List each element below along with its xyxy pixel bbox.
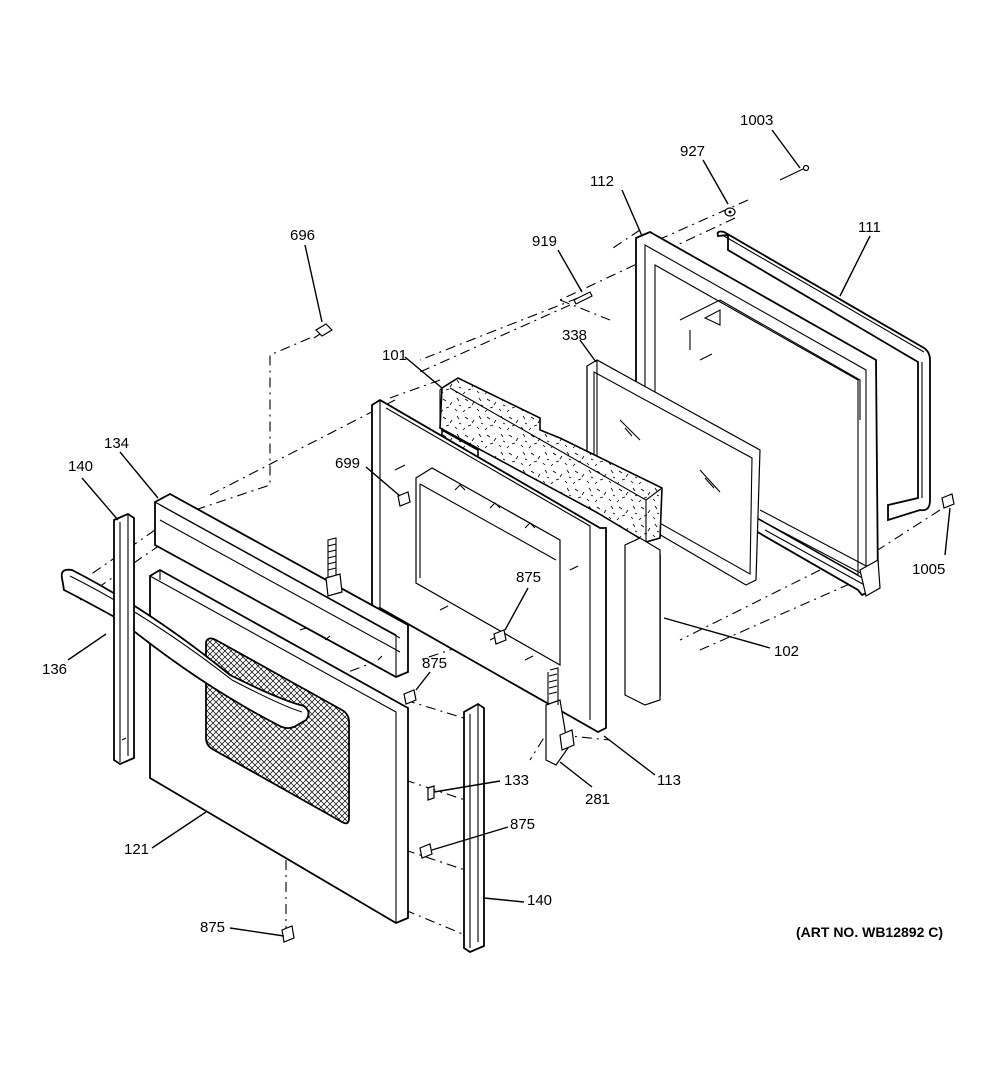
callout-121: 121 (124, 841, 149, 858)
callout-112: 112 (590, 173, 614, 190)
callout-1005: 1005 (912, 561, 945, 578)
top-trim-134 (154, 492, 409, 678)
door-channel-102 (624, 537, 661, 706)
callout-113: 113 (657, 772, 681, 789)
inner-door-panel-113 (371, 398, 607, 734)
screw-696 (313, 323, 333, 339)
callout-133: 133 (504, 772, 529, 789)
side-trim-140-right (463, 702, 485, 954)
screw-875-bottom (281, 925, 295, 943)
callout-140-lower: 140 (527, 892, 552, 909)
pin-919 (573, 291, 593, 305)
callout-101: 101 (382, 347, 407, 364)
callout-134: 134 (104, 435, 129, 452)
callout-696: 696 (290, 227, 315, 244)
callout-875-bottom: 875 (200, 919, 225, 936)
screw-875-mid (403, 689, 417, 705)
assembly-guide-lines (79, 199, 941, 936)
callout-labels: 1003 927 112 111 919 696 338 101 134 140… (42, 112, 945, 940)
callout-875-mid: 875 (422, 655, 447, 672)
washer-927 (724, 207, 736, 217)
callout-1003: 1003 (740, 112, 773, 129)
screw-875-upper (493, 629, 507, 645)
screw-699 (397, 491, 411, 507)
callout-919: 919 (532, 233, 557, 250)
callout-699: 699 (335, 455, 360, 472)
callout-338: 338 (562, 327, 587, 344)
callout-102: 102 (774, 643, 799, 660)
inner-door-frame-112 (635, 230, 881, 597)
callout-136: 136 (42, 661, 67, 678)
side-trim-140-left (113, 512, 135, 766)
screw-1003 (779, 164, 810, 181)
callout-111: 111 (858, 219, 881, 236)
screw-1005 (941, 493, 955, 509)
art-number: (ART NO. WB12892 C) (796, 924, 943, 940)
screw-875-lower (419, 843, 433, 859)
callout-875-upper: 875 (516, 569, 541, 586)
hinge-281 (545, 667, 575, 766)
hinge-spring-left (325, 537, 343, 597)
callout-leaders (67, 129, 951, 937)
callout-140-upper: 140 (68, 458, 93, 475)
clip-133 (427, 785, 435, 801)
callout-281: 281 (585, 791, 610, 808)
callout-875-lower: 875 (510, 816, 535, 833)
callout-927: 927 (680, 143, 705, 160)
